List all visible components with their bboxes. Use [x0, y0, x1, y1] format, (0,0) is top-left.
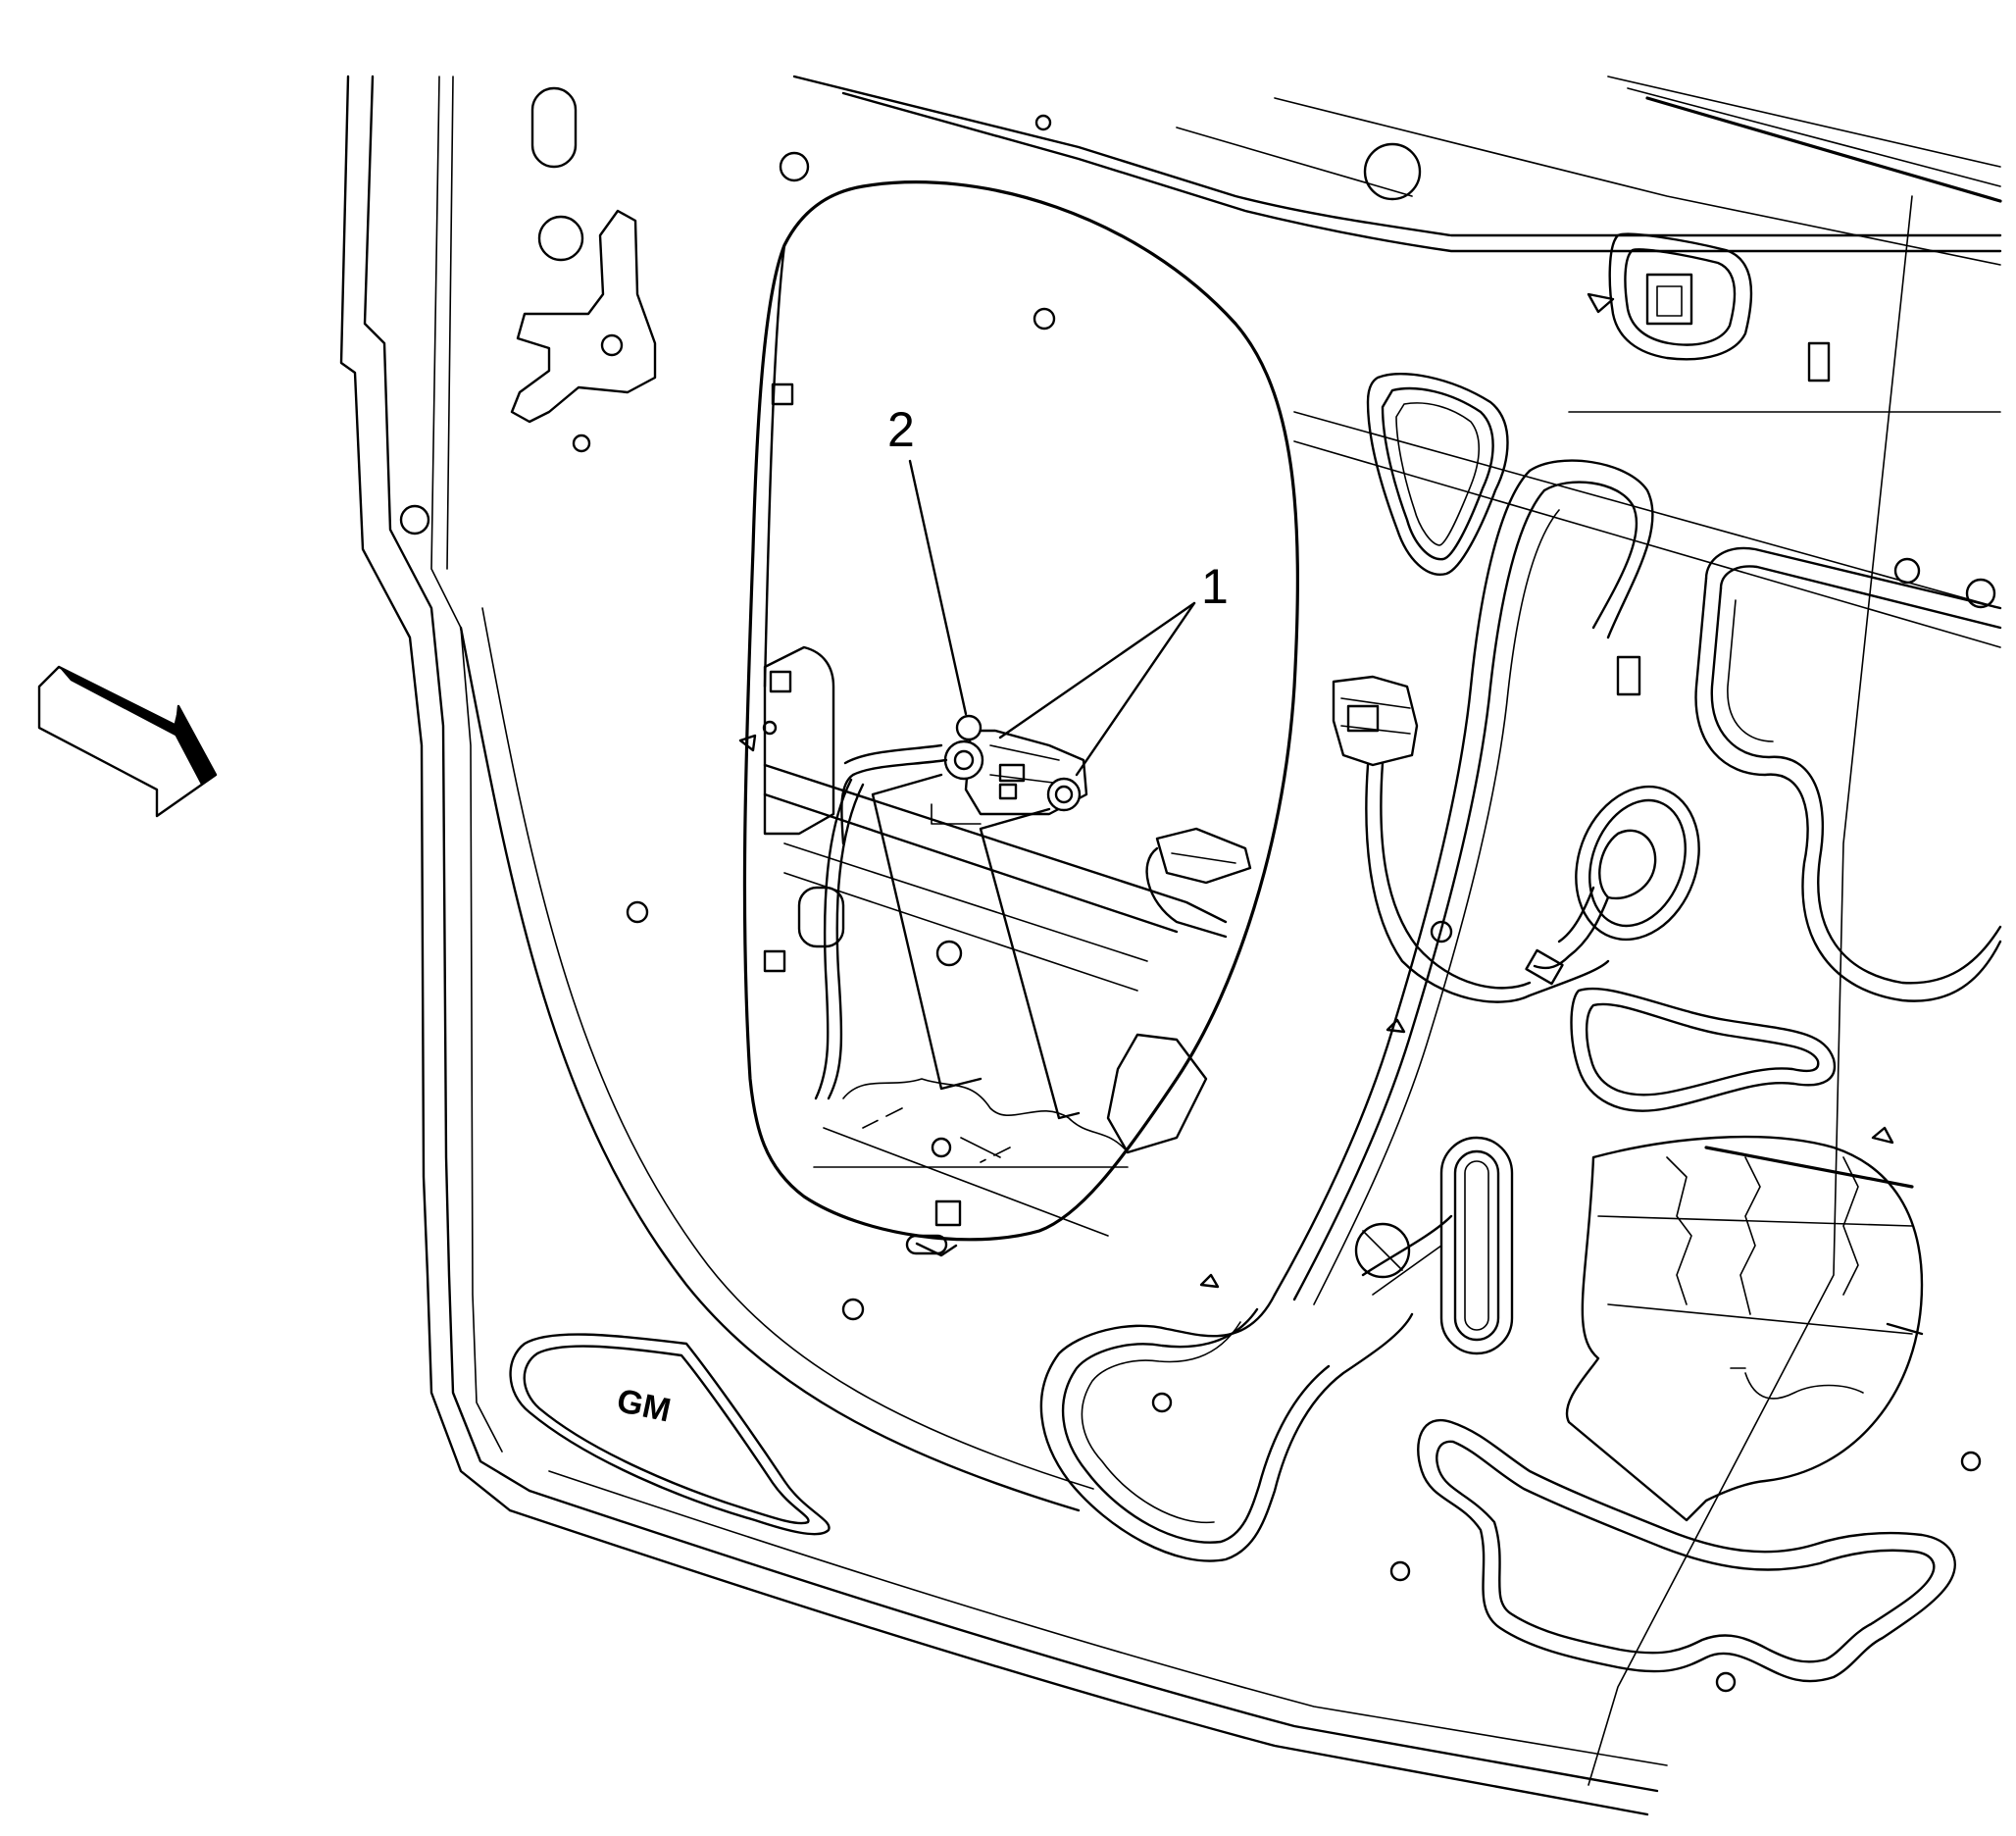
fastener-1b — [1046, 777, 1082, 812]
callout-1: 1 — [998, 559, 1229, 777]
callout-label-2: 2 — [887, 402, 915, 457]
cutaway-detail — [1565, 1135, 1924, 1522]
leader-line-1b — [1075, 601, 1196, 777]
leader-line-2 — [908, 459, 968, 716]
leader-line-1a — [998, 601, 1196, 740]
fastener-1a — [943, 740, 984, 781]
door-module-assembly — [840, 714, 1252, 939]
panel-embossing — [626, 114, 2002, 1693]
gm-logo-emboss: GM — [509, 1333, 831, 1536]
installation-path-lines — [862, 773, 1081, 1163]
gm-logo-text: GM — [614, 1382, 674, 1430]
fastener-2 — [955, 714, 983, 741]
callout-label-1: 1 — [1201, 559, 1229, 614]
access-hole — [738, 180, 1299, 1257]
callout-2: 2 — [887, 402, 968, 716]
view-direction-arrow-icon — [37, 665, 218, 818]
wire-harness — [1332, 675, 1700, 1003]
upper-hinge-bracket — [399, 86, 657, 536]
mounting-plate — [763, 645, 835, 836]
